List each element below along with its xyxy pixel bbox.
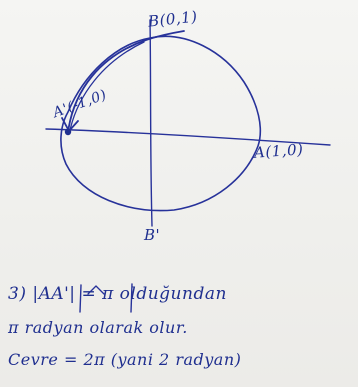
horizontal-axis xyxy=(45,128,331,146)
label-right-point: A(1,0) xyxy=(253,140,304,162)
circle xyxy=(60,35,262,212)
vertical-axis xyxy=(149,19,153,227)
point-a-prime xyxy=(64,128,72,136)
abs-bar xyxy=(130,283,133,313)
abs-bar xyxy=(79,284,82,313)
note-line-2: π radyan olarak olur. xyxy=(8,318,188,337)
arc-a-to-b xyxy=(67,30,185,133)
note-line-3: Cevre = 2π (yani 2 radyan) xyxy=(8,350,242,369)
arc-inner xyxy=(69,41,145,131)
note-line-1: 3) |AA'| = π olduğundan xyxy=(8,284,227,304)
arc-hat xyxy=(87,285,105,295)
label-bottom-point: B' xyxy=(144,226,161,244)
